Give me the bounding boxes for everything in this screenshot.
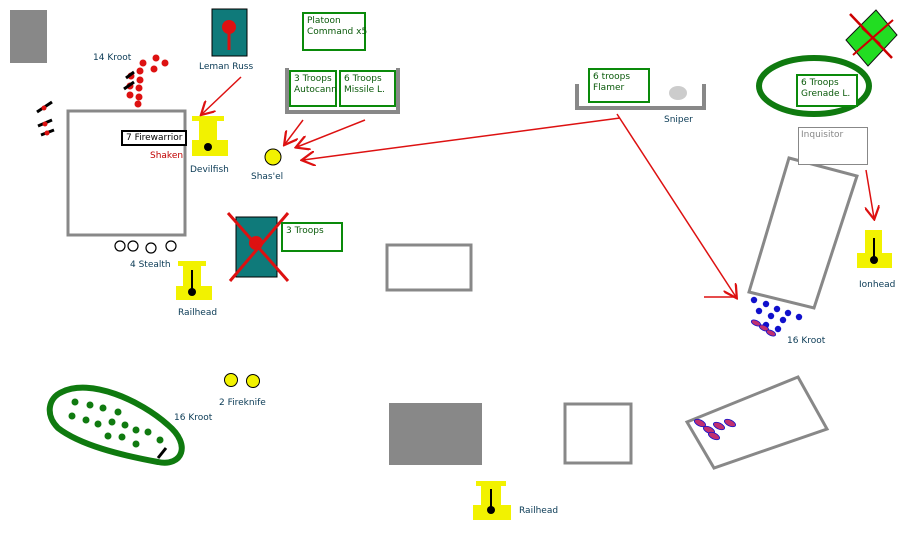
railhead-left-vehicle (176, 261, 212, 300)
unit-troops-grenade: 6 Troops Grenade L. (796, 74, 858, 107)
troops-flamer-line1: 6 troops (593, 72, 631, 82)
fire-arrows (202, 76, 874, 297)
unit-troops-center: 3 Troops (281, 222, 343, 252)
fireknife-model-1 (224, 373, 238, 387)
ionhead-vehicle (857, 230, 892, 268)
label-kroot-left: 16 Kroot (174, 413, 213, 423)
kroot-squad-top-models (126, 54, 169, 108)
troops-flamer-line2: Flamer (593, 83, 625, 93)
label-kroot-top: 14 Kroot (93, 53, 132, 63)
troops-missile-line2: Missile L. (344, 85, 385, 95)
ruin-bottom-small (563, 402, 633, 465)
ruin-center (385, 243, 473, 292)
troops-autocann-line1: 3 Troops (294, 74, 332, 84)
kroot-left-weapon (156, 447, 168, 459)
troops-autocann-line2: Autocann (294, 85, 337, 95)
unit-firewarrior: 7 Firewarrior (121, 130, 188, 146)
destroyed-tank-center (226, 212, 290, 282)
troops-missile-line1: 6 Troops (344, 74, 382, 84)
railhead-bottom-vehicle (473, 481, 511, 520)
label-ionhead: Ionhead (859, 280, 896, 290)
unit-inquisitor: Inquisitor (798, 127, 868, 165)
platoon-command-line1: Platoon (307, 16, 341, 26)
ruin-rotated-right (747, 156, 859, 310)
unit-troops-autocann: 3 Troops Autocann (289, 70, 337, 107)
destroyed-tank-topright (845, 9, 898, 67)
label-stealth: 4 Stealth (130, 260, 171, 270)
troops-grenade-line1: 6 Troops (801, 78, 839, 88)
bunker-left (285, 68, 400, 114)
stealth-team-models (114, 240, 177, 254)
leman-russ-tank (211, 8, 248, 57)
devilfish-vehicle (192, 116, 228, 156)
unit-troops-flamer: 6 troops Flamer (588, 68, 650, 103)
platoon-command-line2: Command x5 (307, 27, 368, 37)
ruin-rotated-bottom-right (684, 375, 830, 470)
forest-bottom-left (46, 384, 185, 466)
label-shasel: Shas'el (251, 172, 284, 182)
label-sniper: Sniper (664, 115, 693, 125)
kroot-hounds-bottom-right (694, 418, 736, 441)
terrain-block-topleft (10, 10, 47, 63)
label-leman-russ: Leman Russ (199, 62, 254, 72)
terrain-block-bottom (389, 403, 482, 465)
label-railhead-left: Railhead (178, 308, 218, 318)
kroot-hounds-top (123, 70, 135, 91)
fireknife-model-2 (246, 374, 260, 388)
kroot-hounds-right (750, 319, 777, 337)
status-shaken: Shaken (150, 151, 184, 161)
sniper-marker (669, 86, 687, 100)
unit-platoon-command: Platoon Command x5 (302, 12, 368, 51)
shasel-model (264, 148, 282, 166)
kroot-hounds-left (36, 100, 55, 137)
label-devilfish: Devilfish (190, 165, 229, 175)
unit-troops-missile: 6 Troops Missile L. (339, 70, 396, 107)
kroot-squad-left-models (68, 398, 164, 448)
troops-grenade-line2: Grenade L. (801, 89, 851, 99)
label-railhead-bottom: Railhead (519, 506, 559, 516)
bunker-right (575, 84, 706, 110)
label-fireknife: 2 Fireknife (219, 398, 266, 408)
label-kroot-right: 16 Kroot (787, 336, 826, 346)
